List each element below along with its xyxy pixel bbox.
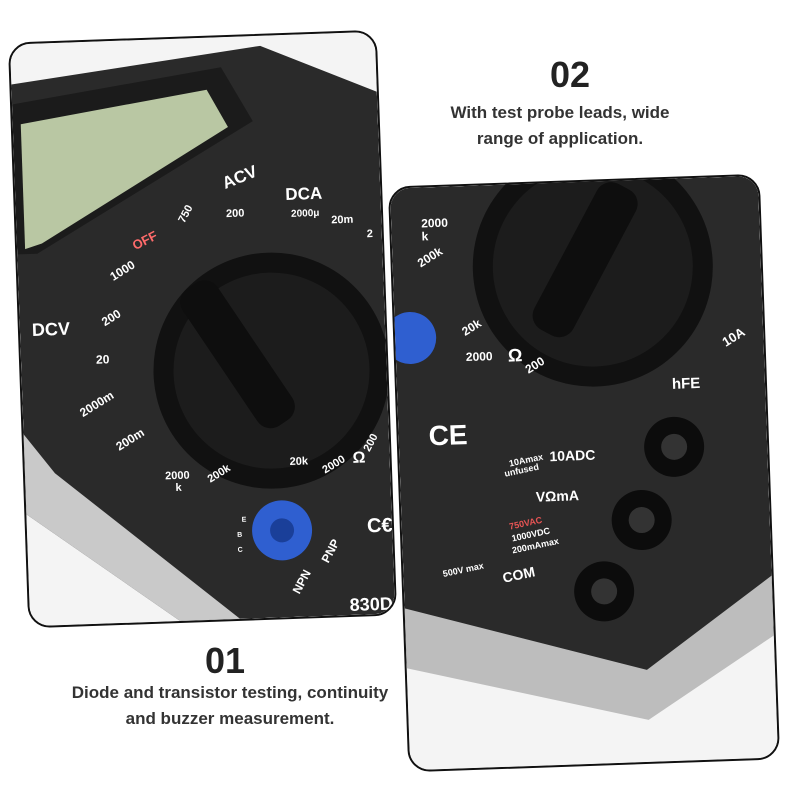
- label-com: COM: [501, 563, 536, 585]
- label-2000b: 2000: [466, 349, 493, 364]
- label-20: 20: [96, 352, 110, 366]
- label-ohm20k: 20k: [289, 455, 309, 468]
- label-ohm-symbol: Ω: [352, 449, 366, 466]
- feature-number-01: 01: [204, 640, 246, 681]
- label-dca: DCA: [285, 184, 322, 204]
- label-ohm-k: k: [175, 482, 182, 494]
- label-pin-c: C: [238, 547, 243, 554]
- caption-01-line-2: and buzzer measurement.: [125, 709, 335, 729]
- label-10adc: 10ADC: [549, 447, 595, 465]
- label-dca2: 2: [367, 228, 374, 240]
- label-2000: 2000: [421, 216, 448, 231]
- label-pin-e: E: [242, 517, 247, 524]
- multimeter-dial-illustration: DCV ACV DCA OFF 1000 200 20 2000m 200m 7…: [9, 31, 396, 627]
- caption-02-line-1: With test probe leads, wide: [450, 103, 670, 122]
- feature-caption-02: With test probe leads, wide range of app…: [415, 100, 705, 153]
- feature-caption-01: Diode and transistor testing, continuity…: [30, 680, 430, 733]
- label-pin-b: B: [237, 532, 242, 539]
- caption-01-line-1: Diode and transistor testing, continuity: [71, 683, 389, 702]
- label-k: k: [421, 229, 428, 243]
- label-vohma: VΩmA: [536, 487, 580, 504]
- caption-02-line-2: range of application.: [476, 129, 644, 149]
- label-ohm: Ω: [508, 345, 523, 365]
- product-photo-dial: DCV ACV DCA OFF 1000 200 20 2000m 200m 7…: [7, 29, 398, 629]
- product-photo-jacks: 2000 k 200k 20k 2000 Ω 200 10A hFE CE 10…: [387, 173, 781, 773]
- label-model: 830D: [349, 594, 393, 615]
- label-hfe: hFE: [672, 375, 701, 393]
- label-ce-left: C€: [367, 514, 393, 537]
- label-dca20m: 20m: [331, 214, 354, 227]
- feature-number-02: 02: [549, 54, 591, 95]
- label-acv200: 200: [226, 207, 245, 220]
- multimeter-jacks-illustration: 2000 k 200k 20k 2000 Ω 200 10A hFE CE 10…: [389, 175, 779, 771]
- label-ce-right: CE: [428, 419, 468, 451]
- label-dcv: DCV: [32, 319, 71, 340]
- label-dca2000u: 2000μ: [291, 208, 320, 220]
- label-ohm2000: 2000: [165, 470, 190, 483]
